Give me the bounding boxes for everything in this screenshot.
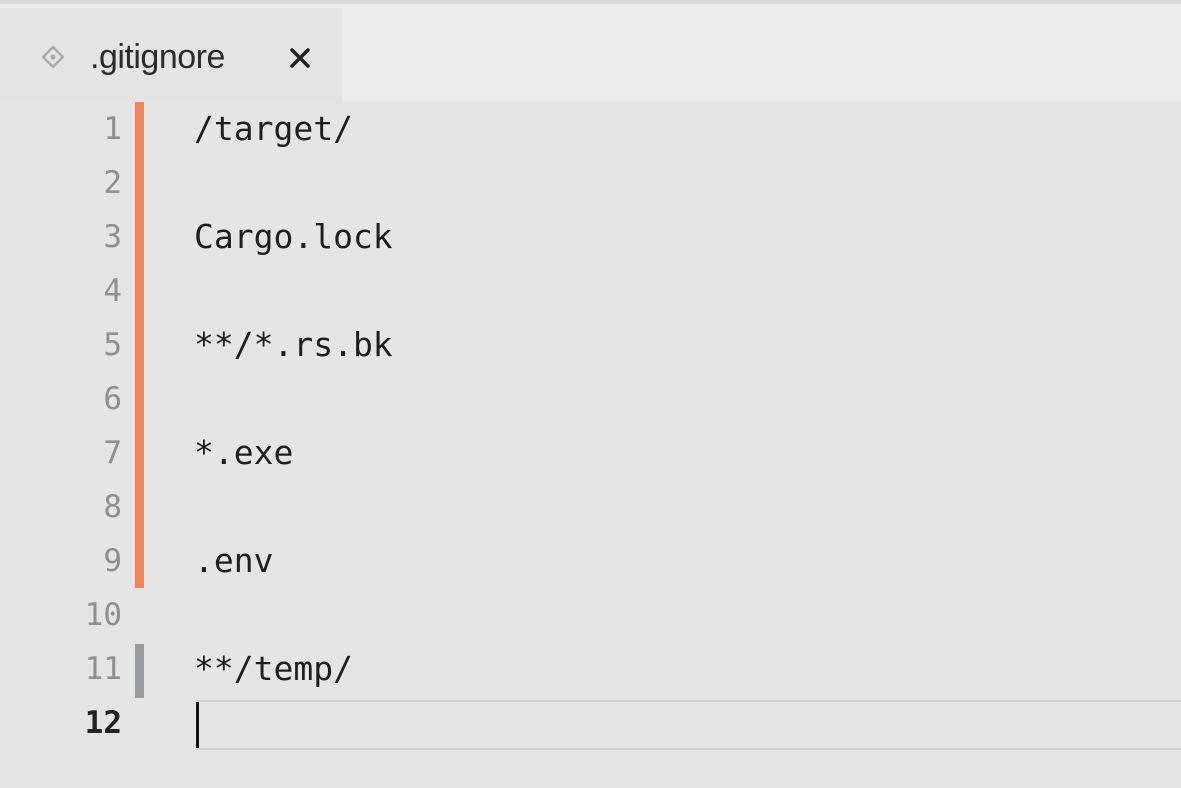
code-line: 7 *.exe: [0, 426, 1181, 480]
git-diamond-icon: [41, 45, 65, 69]
code-line: 6: [0, 372, 1181, 426]
line-number: 2: [103, 165, 122, 201]
line-text: .env: [194, 541, 274, 580]
line-number: 4: [103, 273, 122, 309]
line-number: 10: [84, 597, 122, 633]
line-number: 6: [103, 381, 122, 417]
code-line: 11 **/temp/: [0, 642, 1181, 696]
code-line: 1 /target/: [0, 102, 1181, 156]
tab-gitignore[interactable]: .gitignore: [0, 8, 342, 106]
text-cursor: [196, 702, 199, 748]
line-number: 1: [103, 111, 122, 147]
line-number: 9: [103, 543, 122, 579]
tab-label: .gitignore: [90, 38, 225, 76]
modified-lines-indicator: [135, 102, 144, 588]
code-line: 8: [0, 480, 1181, 534]
line-text: /target/: [194, 109, 353, 148]
code-line: 9 .env: [0, 534, 1181, 588]
tab-bar: .gitignore: [0, 0, 1181, 106]
added-line-indicator: [135, 644, 144, 698]
line-number: 5: [103, 327, 122, 363]
code-line: 4: [0, 264, 1181, 318]
line-number: 8: [103, 489, 122, 525]
line-text: **/temp/: [194, 649, 353, 688]
line-number: 3: [103, 219, 122, 255]
line-number: 7: [103, 435, 122, 471]
line-text: **/*.rs.bk: [194, 325, 393, 364]
code-line: 10: [0, 588, 1181, 642]
code-line: 3 Cargo.lock: [0, 210, 1181, 264]
current-line-highlight: [196, 700, 1181, 750]
code-line-active: 12: [0, 696, 1181, 750]
close-icon[interactable]: [284, 42, 316, 74]
line-text: *.exe: [194, 433, 294, 472]
line-number: 11: [84, 651, 122, 687]
code-line: 5 **/*.rs.bk: [0, 318, 1181, 372]
line-number-active: 12: [84, 705, 122, 741]
line-text: Cargo.lock: [194, 217, 393, 256]
code-line: 2: [0, 156, 1181, 210]
code-editor[interactable]: 1 /target/ 2 3 Cargo.lock 4 5 **/*.rs.bk…: [0, 102, 1181, 788]
